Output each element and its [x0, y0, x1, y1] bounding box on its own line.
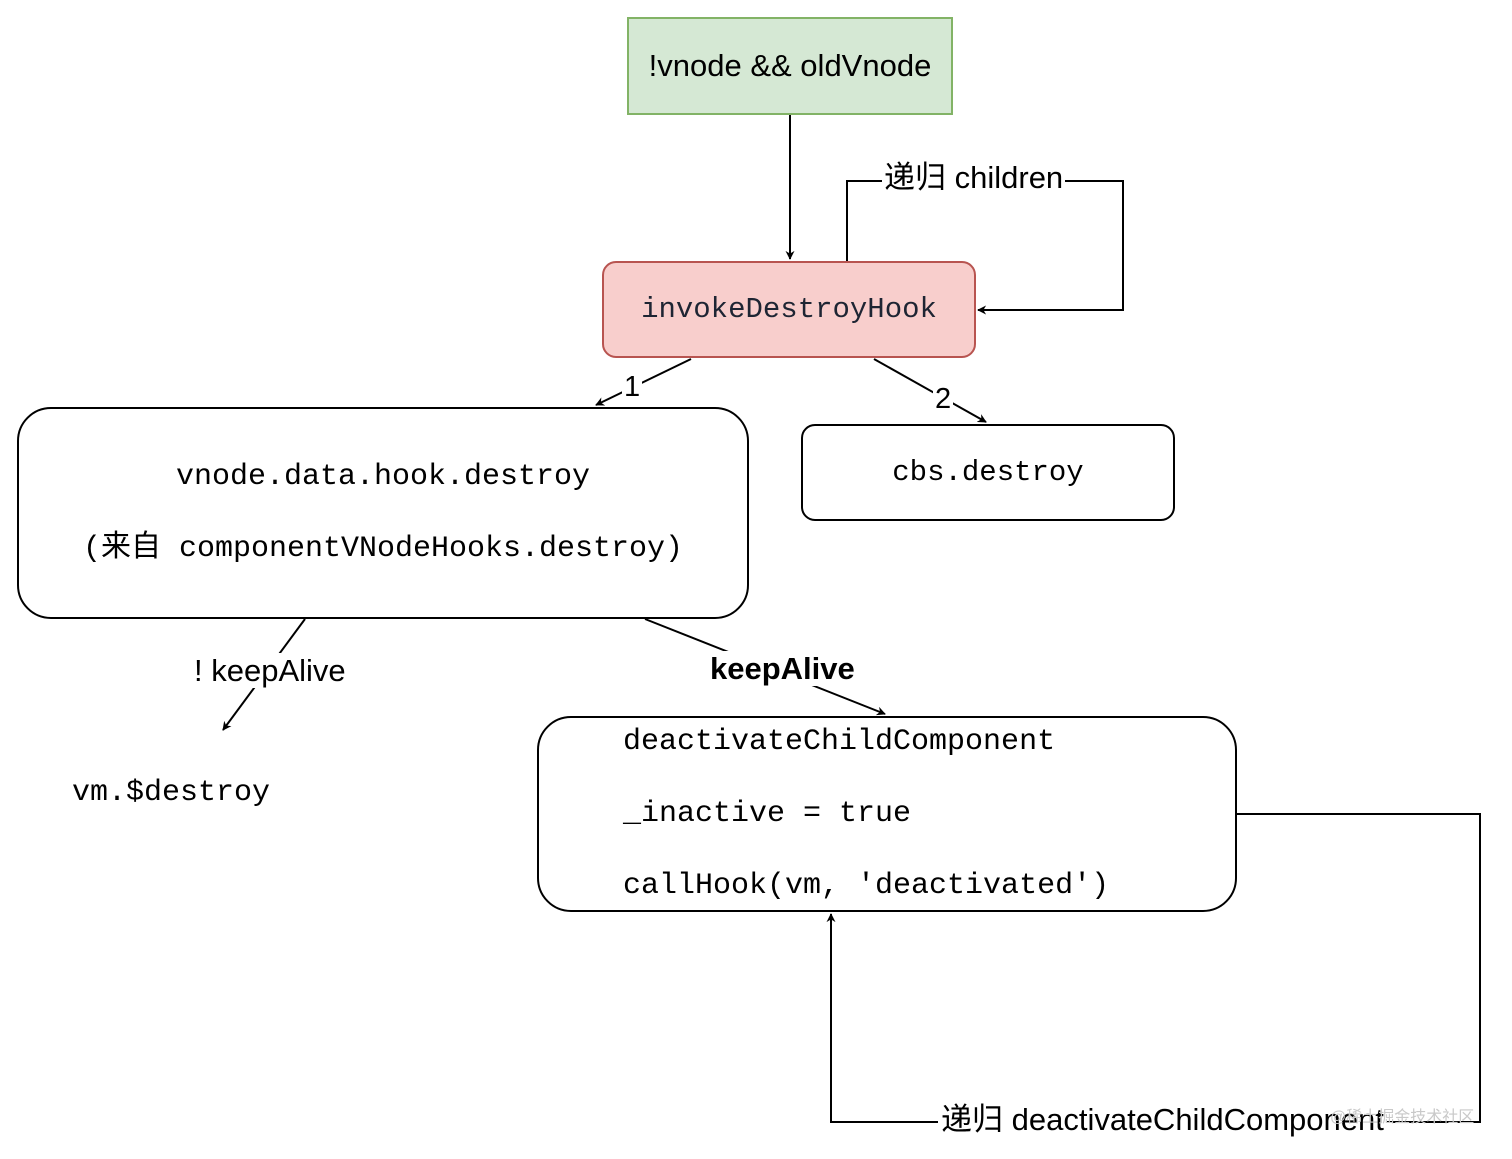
watermark-text: @稀土掘金技术社区: [1330, 1109, 1475, 1126]
deactivate-child-line3: callHook(vm, 'deactivated'): [623, 869, 1110, 903]
edge-label-recurse-children: 递归 children: [882, 160, 1066, 195]
data-hook-destroy-line2: (来自 componentVNodeHooks.destroy): [82, 532, 684, 566]
edge-branch-1: [595, 358, 692, 406]
edge-label-keep-alive: keepAlive: [706, 651, 859, 686]
edge-label-branch-2: 2: [933, 383, 954, 415]
deactivate-child-line1: deactivateChildComponent: [623, 725, 1056, 759]
edge-branch-2: [873, 358, 987, 423]
cbs-destroy-label: cbs.destroy: [892, 456, 1084, 489]
edge-label-branch-1: 1: [622, 371, 643, 403]
edge-label-not-keep-alive: ! keepAlive: [190, 653, 350, 688]
deactivate-child-node: deactivateChildComponent _inactive = tru…: [537, 716, 1237, 912]
start-condition-label: !vnode && oldVnode: [648, 48, 932, 83]
edge-label-recurse-deactivate: 递归 deactivateChildComponent: [938, 1104, 1387, 1135]
data-hook-destroy-node: vnode.data.hook.destroy (来自 componentVNo…: [17, 407, 749, 619]
invoke-destroy-hook-label: invokeDestroyHook: [641, 293, 937, 326]
data-hook-destroy-line1: vnode.data.hook.destroy: [175, 460, 591, 494]
cbs-destroy-node: cbs.destroy: [801, 424, 1175, 521]
edge-recurse-deactivate: [826, 813, 1481, 1123]
vm-destroy-text: vm.$destroy: [72, 776, 271, 810]
invoke-destroy-hook-node: invokeDestroyHook: [602, 261, 976, 358]
deactivate-child-line2: _inactive = true: [623, 797, 912, 831]
start-condition-node: !vnode && oldVnode: [627, 17, 953, 115]
edge-recurse-children: [846, 180, 1124, 315]
